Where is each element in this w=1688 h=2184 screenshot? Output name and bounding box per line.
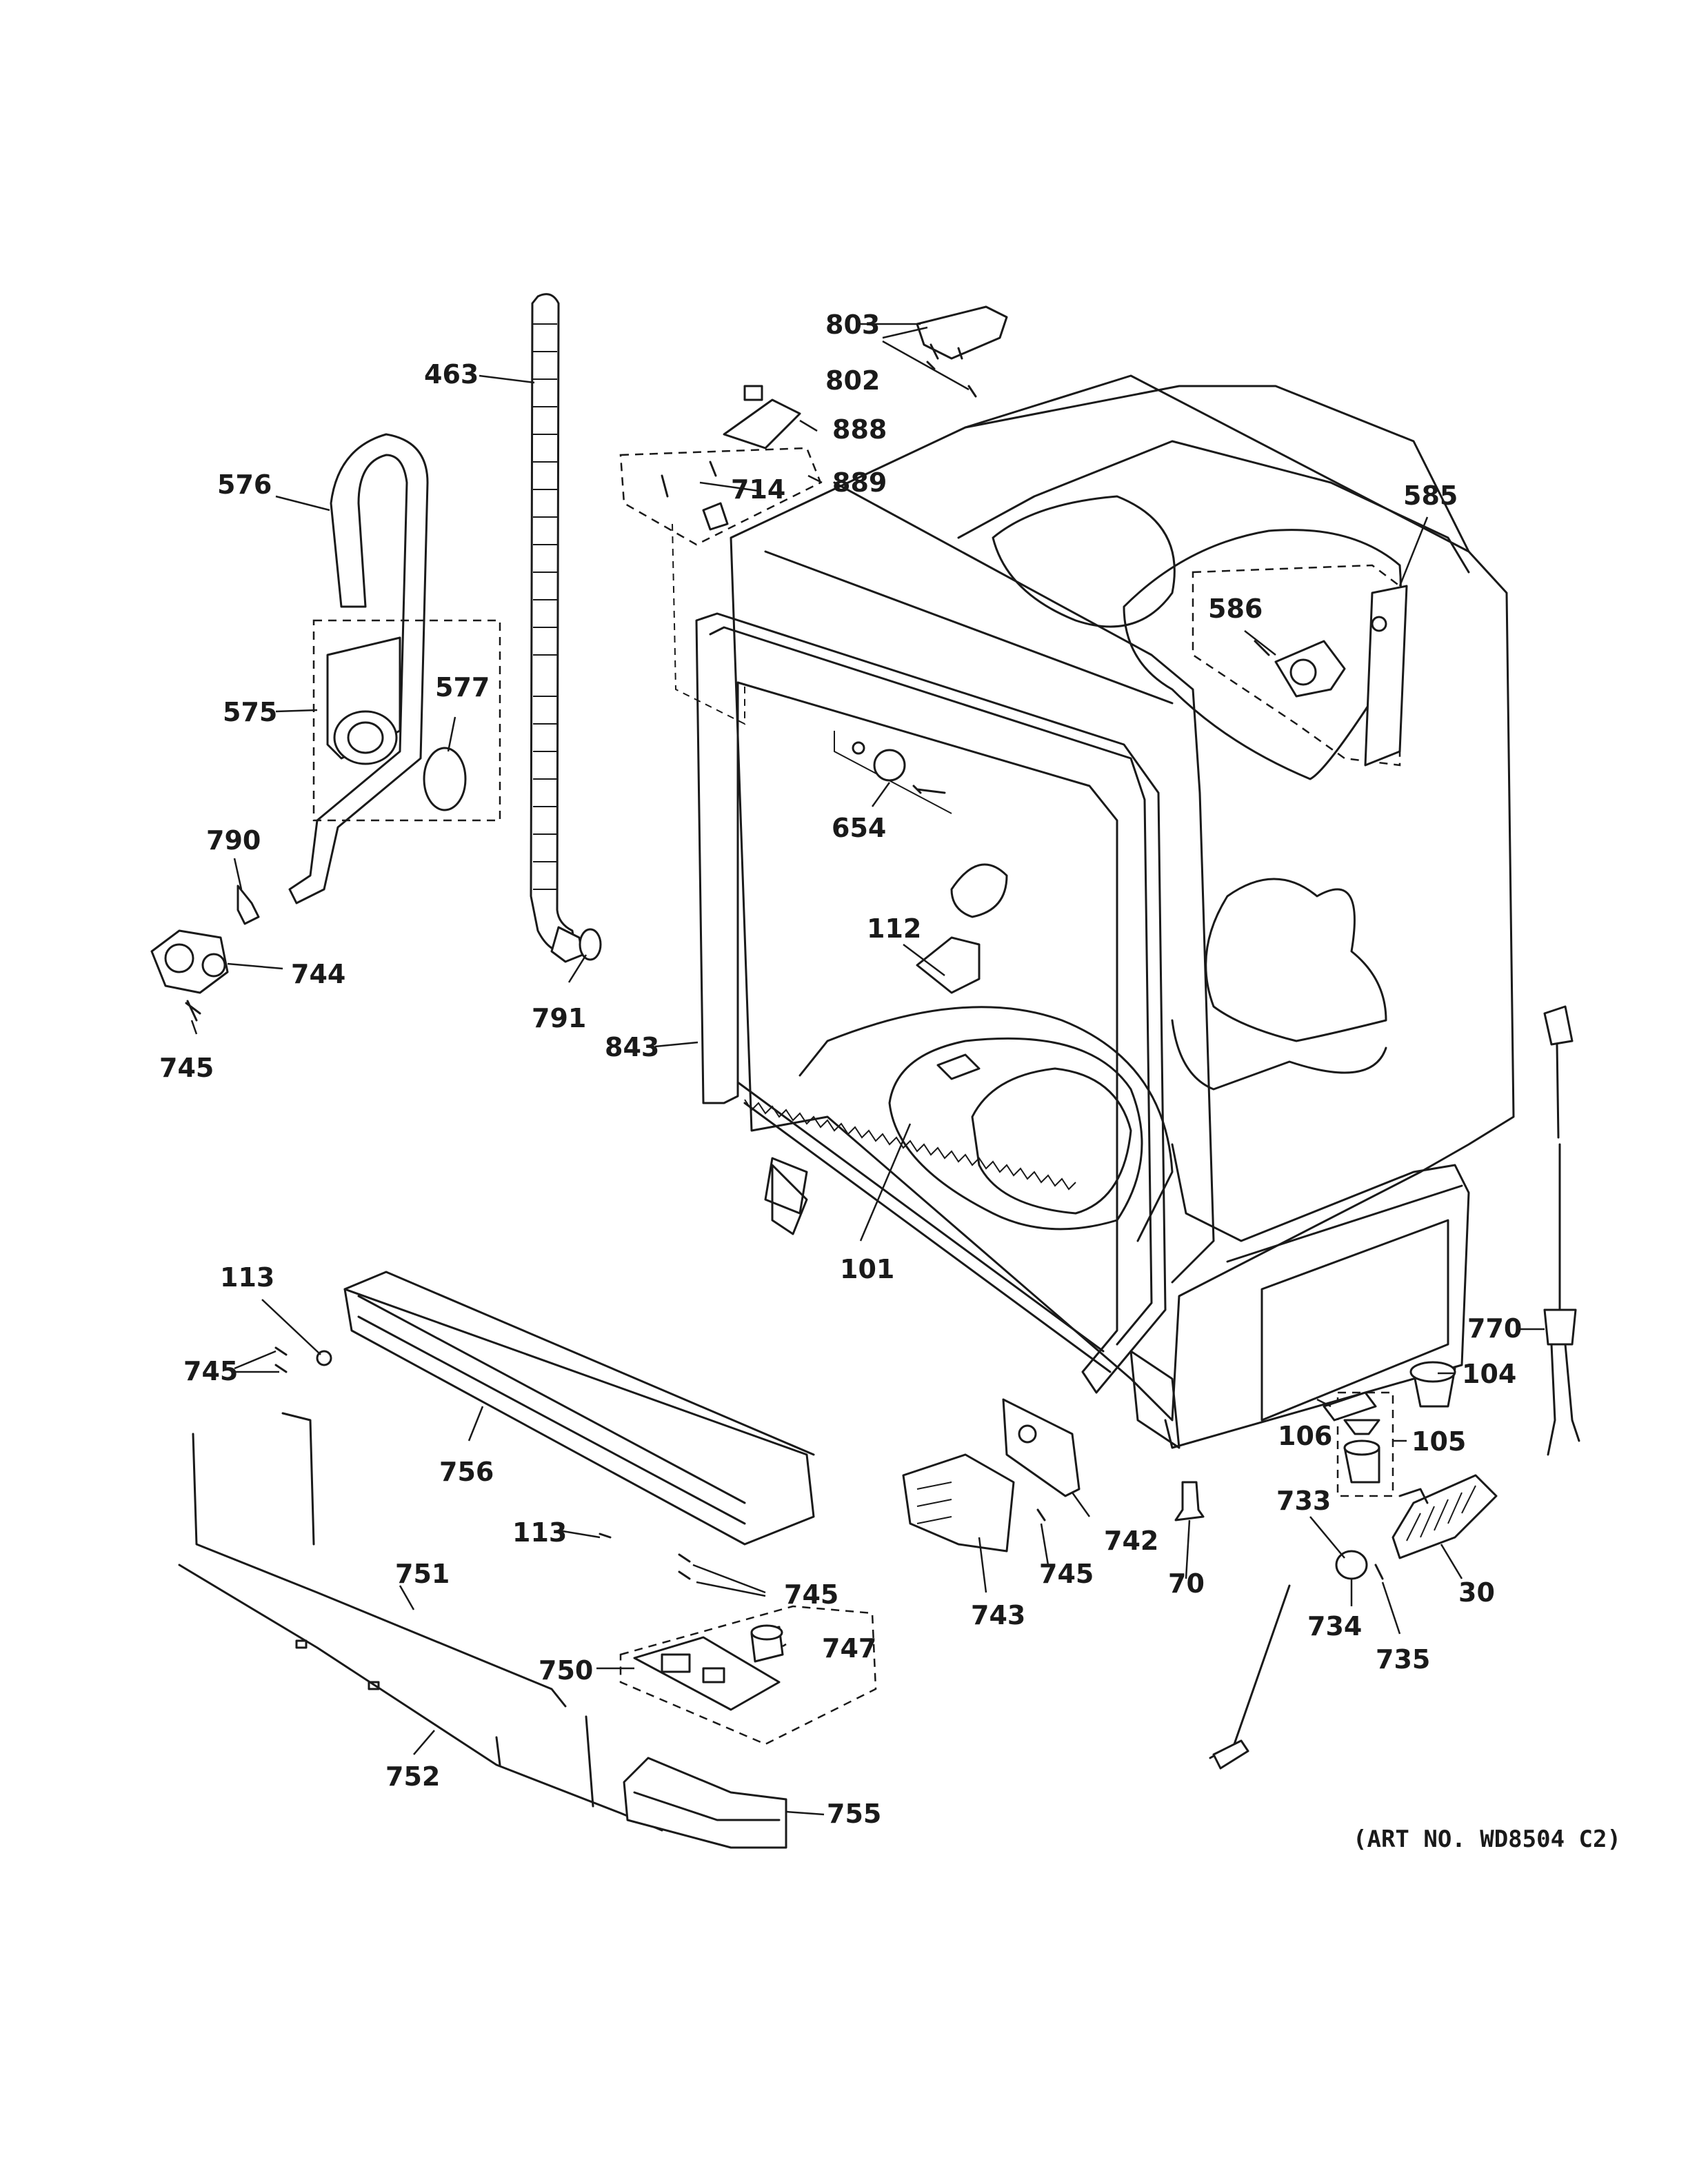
callout-586: 586 (1208, 594, 1263, 624)
callout-733: 733 (1276, 1486, 1331, 1516)
callout-790: 790 (206, 825, 261, 856)
callout-735: 735 (1376, 1644, 1430, 1675)
part-112 (916, 936, 981, 994)
part-743 (902, 1453, 1015, 1553)
fasteners (274, 1346, 1384, 1580)
drain-hose-463 (530, 293, 602, 963)
callout-756: 756 (439, 1457, 494, 1487)
callout-752: 752 (385, 1761, 440, 1792)
callout-112: 112 (867, 913, 921, 944)
callout-113b: 113 (512, 1517, 567, 1548)
rack-adjuster-585-586 (1192, 564, 1408, 767)
callout-750: 750 (539, 1655, 593, 1686)
callout-743: 743 (971, 1600, 1025, 1630)
callout-888: 888 (832, 414, 887, 445)
callout-889: 889 (832, 467, 887, 498)
callout-745a: 745 (159, 1053, 214, 1083)
callout-802: 802 (825, 365, 880, 396)
door-latch-assembly (619, 305, 1008, 725)
water-valve-744 (150, 884, 260, 1022)
callout-770: 770 (1467, 1313, 1522, 1344)
callout-101: 101 (840, 1254, 894, 1284)
callout-744: 744 (291, 959, 345, 989)
callout-747: 747 (822, 1633, 876, 1664)
leader-lines (190, 323, 1545, 1816)
part-755 (623, 1757, 787, 1849)
callout-734: 734 (1307, 1611, 1362, 1641)
callout-803: 803 (825, 310, 880, 340)
inlet-hose-576 (288, 433, 429, 904)
callout-654: 654 (832, 813, 886, 843)
art-number: (ART NO. WD8504 C2) (1353, 1826, 1621, 1853)
callout-585: 585 (1403, 481, 1458, 511)
callout-791: 791 (532, 1003, 586, 1033)
leveling-feet (1323, 1361, 1456, 1497)
callout-labels: 803 802 463 888 714 889 576 585 586 575 … (159, 310, 1522, 1829)
toe-kick-756 (343, 1271, 815, 1546)
callout-106: 106 (1278, 1421, 1332, 1451)
callout-113a: 113 (220, 1262, 274, 1293)
control-board-750 (619, 1605, 877, 1746)
callout-70: 70 (1168, 1568, 1205, 1599)
bracket-742 (1002, 1398, 1081, 1497)
callout-30: 30 (1458, 1577, 1495, 1608)
callout-745c: 745 (784, 1579, 838, 1610)
part-654 (834, 731, 952, 814)
vent-assembly-575 (312, 619, 501, 822)
callout-463: 463 (424, 359, 479, 390)
callout-577: 577 (435, 672, 490, 702)
callout-742: 742 (1104, 1526, 1158, 1556)
callout-105: 105 (1411, 1426, 1466, 1457)
callout-745b: 745 (183, 1356, 238, 1386)
callout-755: 755 (827, 1799, 881, 1829)
callout-751: 751 (395, 1559, 450, 1589)
tub-assembly (730, 374, 1515, 1449)
callout-843: 843 (605, 1032, 659, 1062)
callout-575: 575 (223, 697, 277, 727)
callout-576: 576 (217, 469, 272, 500)
callout-104: 104 (1462, 1359, 1516, 1389)
callout-745d: 745 (1039, 1559, 1094, 1589)
callout-714: 714 (731, 474, 785, 505)
door-gasket-843 (695, 612, 1167, 1394)
power-cord-770 (1543, 1005, 1580, 1456)
